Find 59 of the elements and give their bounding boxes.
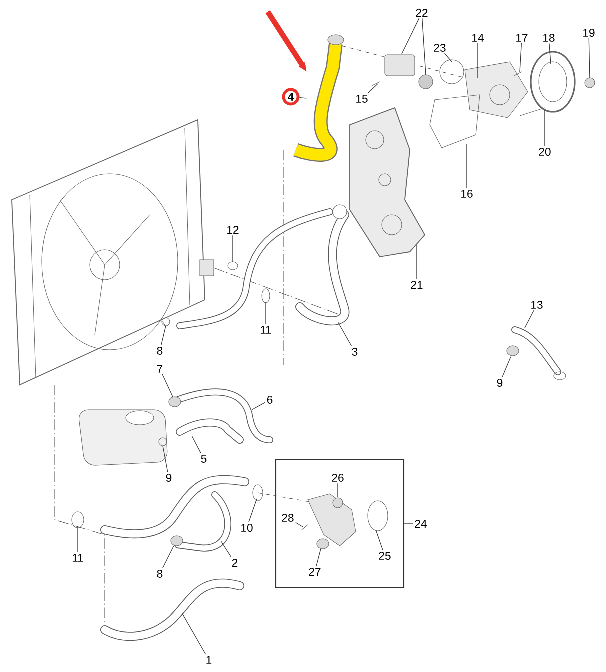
leader-line bbox=[416, 244, 418, 280]
callout-number: 17 bbox=[516, 34, 528, 42]
callout-number: 2 bbox=[232, 559, 238, 567]
leader-line bbox=[544, 110, 546, 147]
leader-line bbox=[299, 97, 308, 99]
leader-line bbox=[502, 356, 512, 378]
callout-number: 8 bbox=[157, 570, 163, 578]
leader-line bbox=[402, 18, 420, 54]
leader-line bbox=[524, 310, 534, 328]
callout-number: 24 bbox=[415, 520, 427, 528]
callout-number: 25 bbox=[379, 552, 391, 560]
group-frame bbox=[275, 459, 405, 589]
leader-line bbox=[316, 548, 322, 567]
leader-line bbox=[296, 522, 304, 528]
callout-number: 14 bbox=[472, 34, 484, 42]
callout-number: 9 bbox=[166, 474, 172, 482]
callout-number: 10 bbox=[242, 524, 253, 532]
callout-number: 19 bbox=[584, 29, 595, 38]
leader-line bbox=[444, 53, 452, 62]
leader-line bbox=[182, 612, 206, 655]
callout-number: 12 bbox=[228, 226, 239, 234]
callout-number: 16 bbox=[462, 190, 473, 198]
leader-line bbox=[162, 446, 168, 473]
leader-line bbox=[162, 546, 174, 569]
leader-line bbox=[422, 18, 426, 76]
leader-line bbox=[220, 540, 232, 558]
hose-drawing bbox=[294, 34, 344, 162]
leader-line bbox=[466, 144, 468, 189]
callout-number: 11 bbox=[260, 326, 272, 334]
leader-line bbox=[549, 43, 552, 64]
leader-line bbox=[376, 530, 384, 551]
callout-number: 9 bbox=[497, 379, 503, 387]
callout-number: 27 bbox=[309, 568, 321, 576]
callout-number: 26 bbox=[332, 474, 344, 482]
leader-line bbox=[520, 43, 522, 72]
leader-line bbox=[588, 38, 590, 78]
callout-number: 28 bbox=[282, 514, 294, 522]
leader-line bbox=[232, 235, 234, 262]
leader-line bbox=[161, 326, 166, 346]
callout-number: 6 bbox=[267, 396, 273, 404]
callout-number: 7 bbox=[157, 365, 163, 373]
leader-line bbox=[252, 402, 266, 410]
leader-line bbox=[368, 84, 378, 94]
callout-number: 3 bbox=[352, 348, 358, 356]
leader-line bbox=[338, 322, 352, 347]
callout-number: 8 bbox=[157, 347, 163, 355]
callout-number: 21 bbox=[411, 281, 423, 289]
callout-number: 18 bbox=[544, 34, 555, 42]
callout-number: 11 bbox=[72, 554, 84, 562]
callout-number: 23 bbox=[434, 44, 446, 52]
callout-number: 20 bbox=[539, 148, 551, 156]
callout-number: 15 bbox=[356, 95, 368, 103]
callout-number: 5 bbox=[201, 455, 207, 463]
leader-line bbox=[162, 374, 174, 398]
leader-line bbox=[192, 436, 202, 454]
callout-number: 22 bbox=[416, 9, 428, 17]
callout-number: 1 bbox=[206, 656, 212, 664]
leader-line bbox=[248, 498, 258, 523]
callout-number: 13 bbox=[532, 301, 543, 309]
